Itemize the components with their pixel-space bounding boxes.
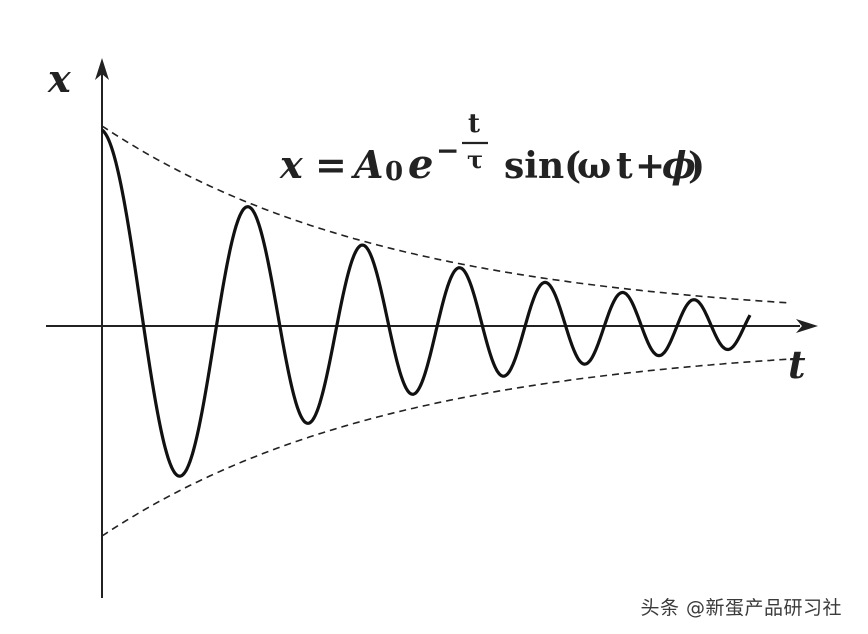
formula-close-paren: ) [688,145,705,187]
formula-lhs: x [279,142,304,187]
formula: x = A 0 e − t τ sin( ω t + ϕ ) [279,109,705,188]
watermark-text: 头条 @新蛋产品研习社 [640,597,842,619]
vertical-axis-label: x [47,56,72,101]
vertical-axis-arrowhead [95,58,109,80]
formula-exponent-numerator: t [468,109,480,139]
formula-phi: ϕ [662,145,696,187]
damped-oscillation-curve [101,128,752,478]
formula-amplitude-subscript: 0 [385,157,403,187]
horizontal-axis-label: t [788,342,806,387]
formula-equals: = [315,142,347,187]
upper-envelope-curve [101,125,791,304]
horizontal-axis-arrowhead [796,319,818,333]
formula-sin-open: sin( [504,145,581,187]
formula-plus: + [635,145,665,187]
formula-exponent-denominator: τ [467,145,483,174]
formula-t: t [616,145,633,187]
lower-envelope-curve [101,358,791,537]
formula-exponent-sign: − [436,134,459,167]
formula-amplitude: A [351,142,383,187]
formula-omega: ω [577,145,611,187]
formula-exponential-base: e [408,141,433,188]
